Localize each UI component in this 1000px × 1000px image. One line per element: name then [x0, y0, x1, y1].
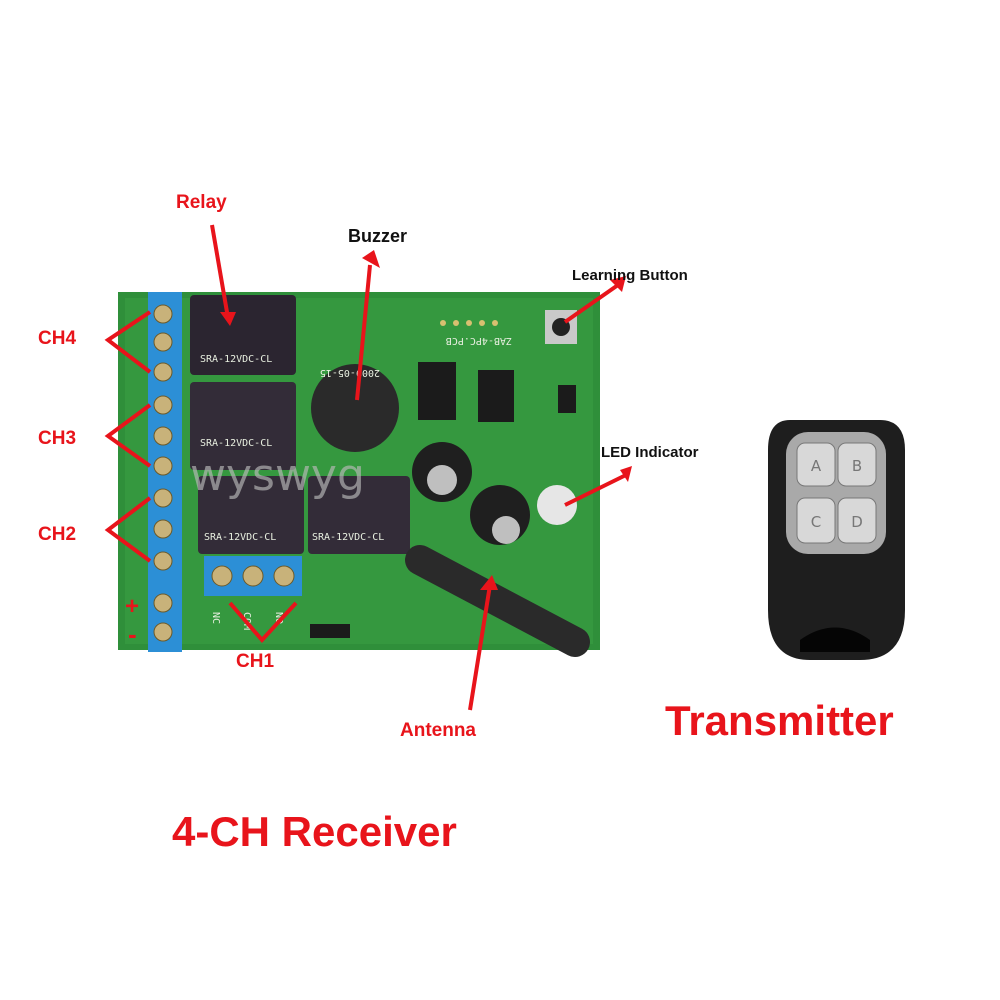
- relay-model: SRA-12VDC-CL: [312, 532, 384, 543]
- relay-model: SRA-12VDC-CL: [200, 438, 272, 449]
- button-b-label: B: [852, 457, 862, 475]
- ch4-label: CH4: [38, 328, 76, 349]
- relays: SRA-12VDC-CL SRA-12VDC-CL SRA-12VDC-CL S…: [190, 295, 410, 554]
- ch2-label: CH2: [38, 524, 76, 545]
- relay-label: Relay: [176, 192, 227, 213]
- terminal-no: NO: [273, 612, 284, 624]
- remote-button-c[interactable]: C: [796, 497, 836, 544]
- minus-label: -: [128, 619, 137, 649]
- transmitter-label: Transmitter: [665, 697, 894, 744]
- button-c-label: C: [811, 513, 821, 531]
- terminal-nc: NC: [210, 612, 221, 624]
- relay-model: SRA-12VDC-CL: [200, 354, 272, 365]
- watermark: wyswyg: [190, 450, 365, 501]
- ic-u2: [478, 370, 514, 422]
- button-d-label: D: [851, 513, 863, 531]
- receiver-label: 4-CH Receiver: [172, 808, 457, 855]
- ic-u3: [418, 362, 456, 420]
- ch3-label: CH3: [38, 428, 76, 449]
- remote-button-a[interactable]: A: [796, 442, 836, 487]
- pcb-date: 2009-05-15: [320, 367, 380, 378]
- remote-button-d[interactable]: D: [837, 497, 877, 544]
- led-indicator: [537, 485, 577, 525]
- ch1-label: CH1: [236, 651, 274, 672]
- terminal-screws: [153, 304, 173, 642]
- buzzer: [311, 364, 399, 452]
- remote-transmitter: A B C D: [768, 420, 905, 660]
- remote-button-b[interactable]: B: [837, 442, 877, 487]
- antenna-coil: [405, 545, 590, 657]
- button-a-label: A: [811, 457, 822, 475]
- relay-model: SRA-12VDC-CL: [204, 532, 276, 543]
- pcb-name: ZAB-4PC.PCB: [446, 335, 512, 346]
- buzzer-label: Buzzer: [348, 226, 407, 246]
- plus-label: +: [125, 593, 139, 620]
- led-indicator-label: LED Indicator: [601, 444, 699, 461]
- annotation-arrows: [104, 224, 632, 711]
- receiver-board: SRA-12VDC-CL SRA-12VDC-CL SRA-12VDC-CL S…: [118, 292, 600, 657]
- learning-button-label: Learning Button: [572, 267, 688, 284]
- antenna-label: Antenna: [400, 720, 476, 741]
